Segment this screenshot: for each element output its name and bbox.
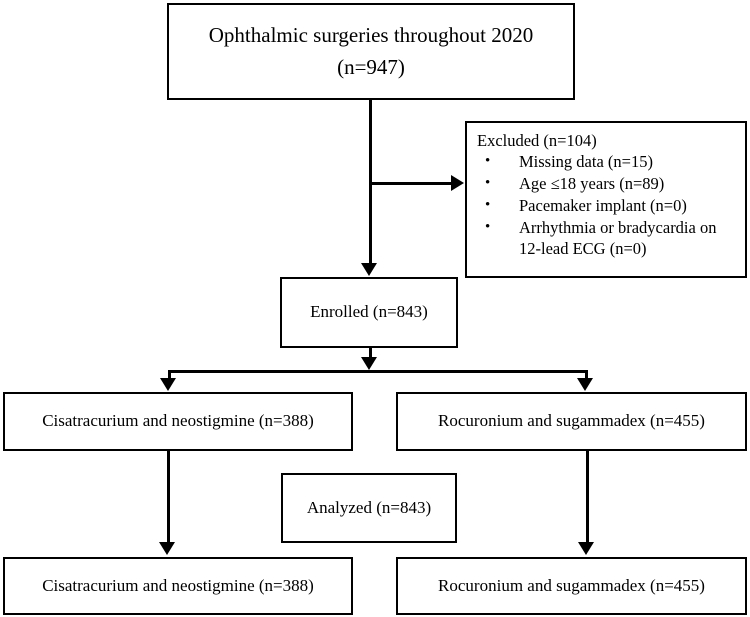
arrowhead-split-left: [160, 378, 176, 391]
connector-left-group-to-final: [167, 451, 170, 545]
group-left-label: Cisatracurium and neostigmine (n=388): [42, 411, 314, 431]
excluded-reason-4: Arrhythmia or bradycardia on 12-lead ECG…: [519, 218, 717, 259]
box-group-cisatracurium-neostigmine: Cisatracurium and neostigmine (n=388): [3, 392, 353, 451]
box-enrolled: Enrolled (n=843): [280, 277, 458, 348]
list-item: • Arrhythmia or bradycardia on 12-lead E…: [477, 218, 737, 260]
bullet-icon: •: [485, 175, 491, 192]
arrowhead-to-excluded: [451, 175, 464, 191]
excluded-heading: Excluded (n=104): [477, 131, 597, 150]
box-analyzed: Analyzed (n=843): [281, 473, 457, 543]
box-final-rocuronium-sugammadex: Rocuronium and sugammadex (n=455): [396, 557, 747, 615]
arrowhead-split-right: [577, 378, 593, 391]
arrowhead-right-group-to-final: [578, 542, 594, 555]
list-item: • Missing data (n=15): [477, 152, 737, 173]
arrowhead-left-group-to-final: [159, 542, 175, 555]
connector-enrolled-to-split: [369, 348, 372, 360]
arrowhead-source-to-enrolled: [361, 263, 377, 276]
final-left-label: Cisatracurium and neostigmine (n=388): [42, 575, 314, 595]
source-line-2: (n=947): [337, 54, 405, 79]
bullet-icon: •: [485, 219, 491, 236]
group-right-label: Rocuronium and sugammadex (n=455): [438, 411, 705, 431]
bullet-icon: •: [485, 197, 491, 214]
connector-right-group-to-final: [586, 451, 589, 545]
excluded-reason-list: • Missing data (n=15) • Age ≤18 years (n…: [477, 152, 737, 260]
excluded-reason-2: Age ≤18 years (n=89): [519, 174, 665, 194]
excluded-reason-3: Pacemaker implant (n=0): [519, 196, 687, 216]
list-item: • Age ≤18 years (n=89): [477, 174, 737, 195]
list-item: • Pacemaker implant (n=0): [477, 196, 737, 217]
connector-split-right: [585, 370, 588, 381]
connector-allocation-split-bar: [168, 370, 588, 373]
analyzed-label: Analyzed (n=843): [306, 497, 432, 517]
bullet-icon: •: [485, 153, 491, 170]
arrowhead-enrolled-to-split: [361, 357, 377, 370]
final-right-label: Rocuronium and sugammadex (n=455): [438, 575, 705, 595]
box-final-cisatracurium-neostigmine: Cisatracurium and neostigmine (n=388): [3, 557, 353, 615]
source-line-1: Ophthalmic surgeries throughout 2020: [208, 23, 534, 48]
enrolled-label: Enrolled (n=843): [310, 302, 428, 322]
connector-split-left: [168, 370, 171, 381]
box-excluded: Excluded (n=104) • Missing data (n=15) •…: [465, 121, 747, 278]
connector-to-excluded: [369, 182, 453, 185]
box-source-population: Ophthalmic surgeries throughout 2020 (n=…: [167, 3, 575, 100]
box-group-rocuronium-sugammadex: Rocuronium and sugammadex (n=455): [396, 392, 747, 451]
excluded-reason-1: Missing data (n=15): [519, 152, 653, 172]
